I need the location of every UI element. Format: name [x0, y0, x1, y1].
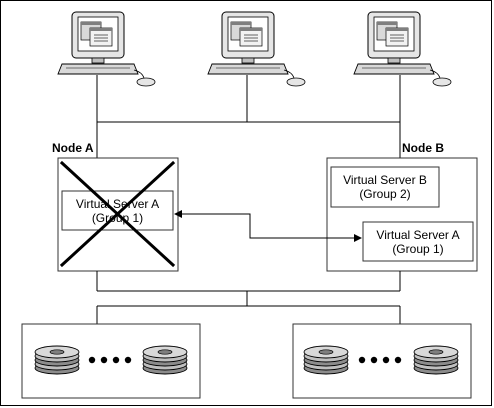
disk-stack-icon [413, 345, 459, 375]
client-workstation-right [353, 11, 452, 87]
ellipsis-dots-icon [88, 356, 132, 364]
arrowhead-left-icon [174, 210, 182, 218]
virtual-server-b-box [330, 166, 440, 208]
virtual-server-a-moved-box [362, 221, 474, 262]
virtual-server-b-label: Virtual Server B (Group 2) [331, 173, 439, 201]
client-network [96, 75, 401, 158]
disk-stack-icon [142, 345, 188, 375]
virtual-server-a-failed-name: Virtual Server A [75, 197, 160, 211]
ellipsis-dots-icon [358, 356, 402, 364]
client-workstation-left [57, 11, 156, 87]
client-workstation-middle [207, 11, 306, 87]
virtual-server-a-moved-label: Virtual Server A (Group 1) [363, 228, 473, 256]
disk-stack-icon [303, 345, 349, 375]
node-a-title: Node A [52, 141, 94, 155]
virtual-server-a-failed-label: Virtual Server A (Group 1) [62, 197, 173, 225]
computer-workstation-icon [353, 11, 452, 87]
virtual-server-b-group: (Group 2) [359, 187, 411, 201]
storage-network [96, 271, 401, 324]
failover-arrow [180, 213, 355, 239]
computer-workstation-icon [207, 11, 306, 87]
virtual-server-a-failed-group: (Group 1) [91, 211, 144, 225]
node-b-title: Node B [402, 141, 444, 155]
virtual-server-a-moved-name: Virtual Server A [376, 228, 460, 242]
virtual-server-b-name: Virtual Server B [343, 173, 427, 187]
disk-stack-icon [34, 345, 80, 375]
arrowhead-right-icon [354, 234, 362, 242]
computer-workstation-icon [57, 11, 156, 87]
virtual-server-a-moved-group: (Group 1) [392, 242, 444, 256]
